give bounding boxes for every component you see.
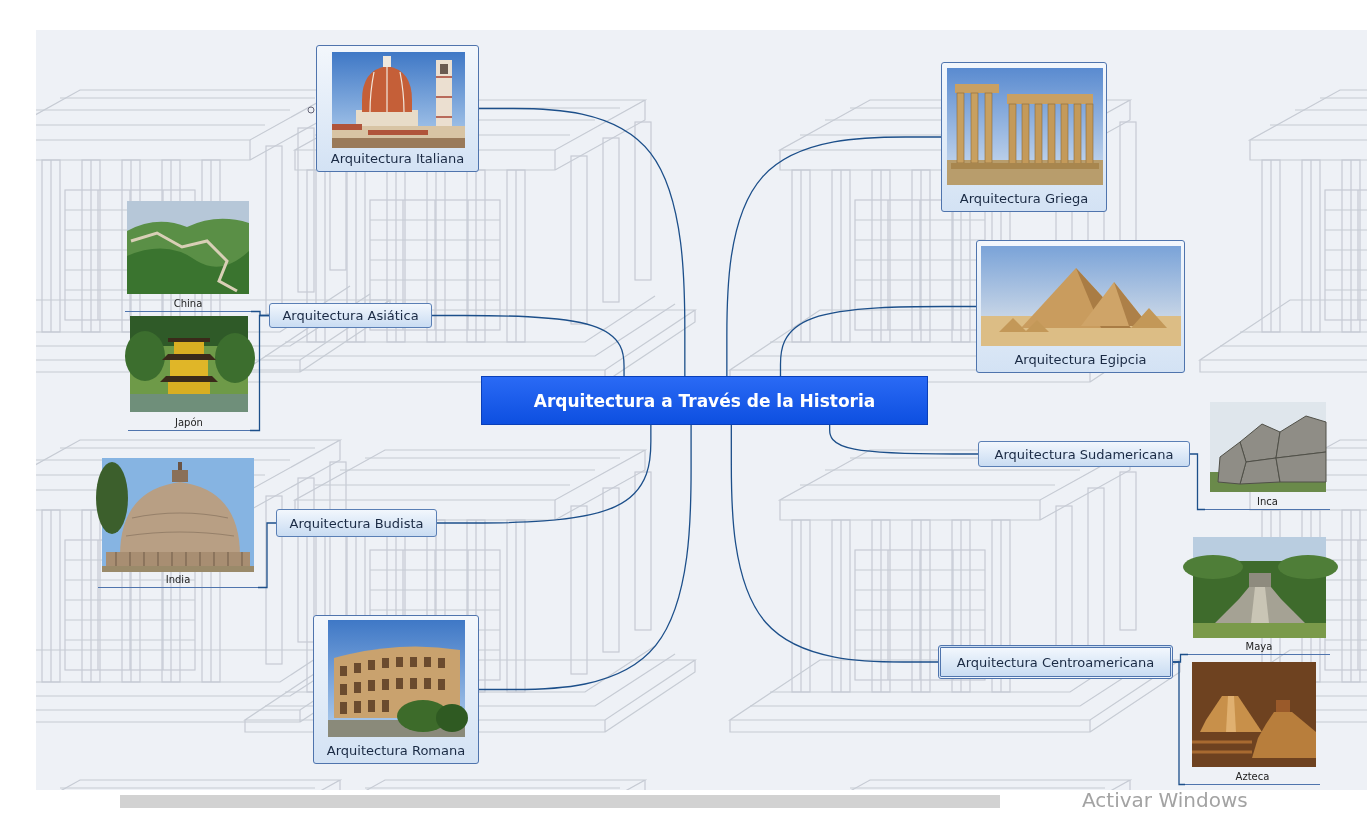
picture-branch-box: Arquitectura Egipcia xyxy=(976,240,1185,373)
branch-box: Arquitectura Budista xyxy=(276,509,437,537)
picture-branch-box: Arquitectura Italiana xyxy=(316,45,479,172)
branch-connector xyxy=(258,523,276,588)
branch-connector xyxy=(1173,662,1185,785)
branch-connector xyxy=(437,425,651,523)
picture-caption-box: Inca xyxy=(1205,400,1330,510)
branch-connector xyxy=(479,425,691,690)
branch-connector xyxy=(830,425,978,454)
branch-label: Arquitectura Asiática xyxy=(282,308,418,323)
branch-label: Arquitectura Sudamericana xyxy=(995,447,1174,462)
branch-connector xyxy=(727,137,941,376)
picture-caption-box: Maya xyxy=(1188,535,1330,655)
picture-caption: Maya xyxy=(1246,641,1273,652)
branch-label: Arquitectura Italiana xyxy=(331,151,464,166)
picture-caption-box: India xyxy=(98,456,258,588)
picture-caption: Azteca xyxy=(1236,771,1270,782)
branch-box: Arquitectura Centroamericana xyxy=(938,645,1173,679)
branch-connector xyxy=(432,316,624,377)
central-topic-text: Arquitectura a Través de la Historia xyxy=(534,391,876,411)
branch-connector xyxy=(479,109,685,377)
watermark: Activar Windows xyxy=(1082,788,1248,812)
picture-caption-box: China xyxy=(125,200,251,312)
branch-label: Arquitectura Centroamericana xyxy=(957,655,1154,670)
central-topic: Arquitectura a Través de la Historia xyxy=(481,376,928,425)
branch-label: Arquitectura Budista xyxy=(290,516,424,531)
picture-caption: Japón xyxy=(175,417,203,428)
branch-connector xyxy=(250,316,269,431)
picture-caption: Inca xyxy=(1257,496,1278,507)
picture-branch-box: Arquitectura Romana xyxy=(313,615,479,764)
branch-connector xyxy=(1173,655,1188,663)
branch-connector xyxy=(731,425,938,662)
branch-box: Arquitectura Sudamericana xyxy=(978,441,1190,467)
branch-box: Arquitectura Asiática xyxy=(269,303,432,328)
picture-branch-box: Arquitectura Griega xyxy=(941,62,1107,212)
picture-caption-box: Japón xyxy=(128,314,250,431)
picture-caption: China xyxy=(174,298,203,309)
branch-connector xyxy=(780,307,976,377)
branch-label: Arquitectura Griega xyxy=(960,191,1088,206)
branch-connector xyxy=(1190,454,1205,510)
picture-caption-box: Azteca xyxy=(1185,660,1320,785)
branch-label: Arquitectura Egipcia xyxy=(1014,352,1146,367)
picture-caption: India xyxy=(166,574,191,585)
branch-label: Arquitectura Romana xyxy=(327,743,465,758)
